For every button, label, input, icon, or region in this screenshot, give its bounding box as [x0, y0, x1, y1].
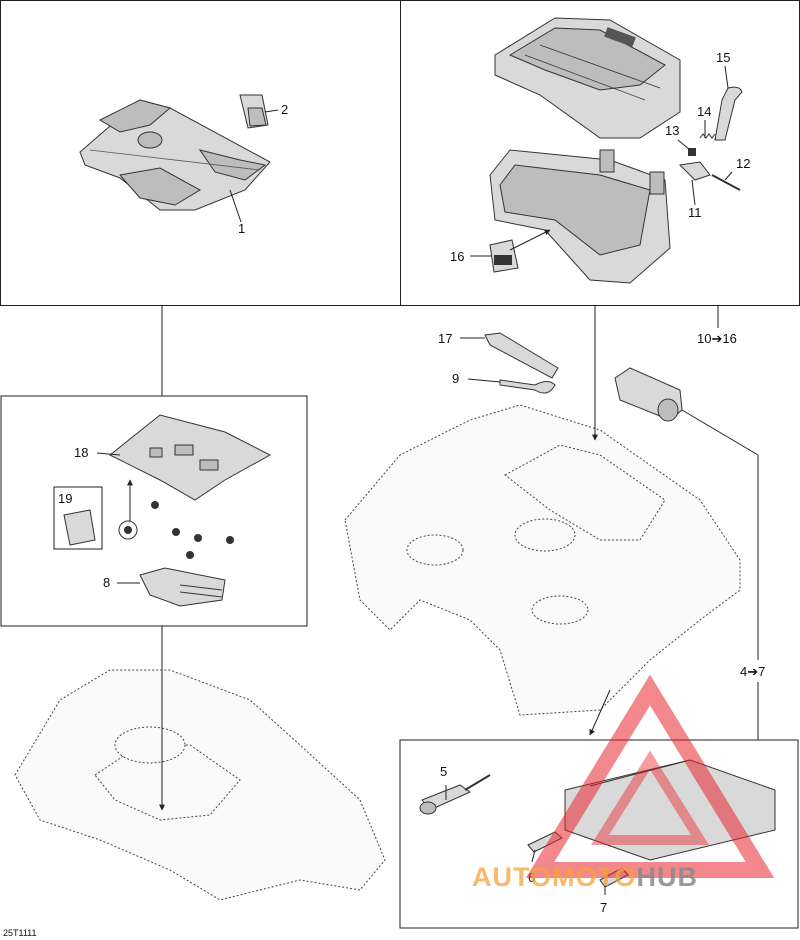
part-16-clip	[489, 239, 519, 273]
part-storage-tray	[489, 149, 671, 284]
callout-1: 1	[238, 221, 245, 236]
part-2-clip	[239, 94, 269, 129]
part-9-wrench	[499, 379, 556, 394]
part-11-hinge	[678, 161, 711, 181]
watermark-moto: MOTO	[552, 862, 637, 892]
callout-8: 8	[103, 575, 110, 590]
callout-labels: 1 2 11 12 13 14 15 16 17 9 18 19 8 5 6 7…	[3, 50, 765, 938]
range-10-16: 10➔16	[697, 331, 737, 346]
svg-text:AUTOMOTOHUB: AUTOMOTOHUB	[472, 862, 698, 892]
part-14-spring	[699, 133, 716, 139]
range-4-7: 4➔7	[740, 664, 765, 679]
part-cover-lid	[494, 17, 681, 139]
part-8-harness	[139, 567, 226, 607]
callout-13: 13	[665, 123, 679, 138]
callout-12: 12	[736, 156, 750, 171]
callout-7: 7	[600, 900, 607, 915]
callout-19: 19	[58, 491, 72, 506]
part-4-pouch	[614, 367, 683, 422]
watermark-auto: AUTO	[472, 862, 552, 892]
leader-lines	[96, 65, 759, 895]
callout-9: 9	[452, 371, 459, 386]
callout-2: 2	[281, 102, 288, 117]
detail-19-frame	[53, 486, 103, 550]
part-17-strap	[484, 332, 559, 379]
part-13-pin	[688, 148, 696, 156]
callout-15: 15	[716, 50, 730, 65]
watermark-hub: HUB	[637, 862, 699, 892]
callout-16: 16	[450, 249, 464, 264]
panel-bottom-right-frame	[399, 739, 799, 929]
rear-fender-ghost	[344, 404, 741, 716]
callout-17: 17	[438, 331, 452, 346]
part-1-lower-plate	[79, 99, 271, 211]
callout-18: 18	[74, 445, 88, 460]
callout-14: 14	[697, 104, 711, 119]
part-19-clip	[63, 509, 96, 546]
fastener-clips	[118, 501, 234, 559]
callout-5: 5	[440, 764, 447, 779]
drawing-code: 25T1111	[3, 928, 37, 938]
rear-fender-ghost-lower	[14, 669, 386, 901]
part-5-tool	[419, 774, 491, 815]
part-15-latch	[714, 86, 743, 141]
callout-11: 11	[688, 205, 702, 220]
watermark-logo: AUTOMOTOHUB	[472, 674, 775, 892]
part-18-support	[109, 414, 272, 501]
part-12-bolt	[711, 174, 741, 191]
panel-middle-left-frame	[0, 395, 308, 627]
